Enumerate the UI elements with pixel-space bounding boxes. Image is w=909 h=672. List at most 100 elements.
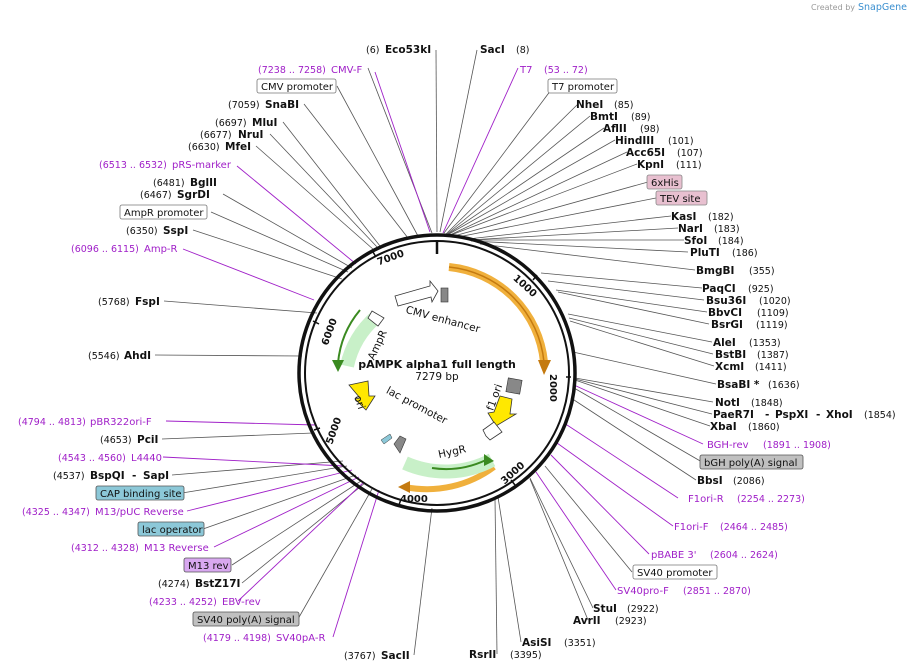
primer-sv40pro-f[interactable]: SV40pro-F: [617, 586, 669, 597]
site-saci[interactable]: SacI: [480, 44, 505, 56]
hygr-arc[interactable]: [402, 453, 496, 479]
feature-box-bgh-polya-signal[interactable]: [699, 454, 804, 470]
site-pcii[interactable]: PciI: [137, 434, 158, 446]
primer-pbabe-3[interactable]: pBABE 3': [651, 550, 697, 561]
site-sapi[interactable]: SapI: [143, 470, 169, 482]
primer-position: (6096 .. 6115): [71, 244, 139, 255]
site-noti[interactable]: NotI: [715, 397, 740, 409]
feature-box-sv40-promoter[interactable]: [632, 564, 718, 580]
site-bsrgi[interactable]: BsrGI: [711, 319, 743, 331]
primer-pbr322ori-f[interactable]: pBR322ori-F: [90, 417, 152, 428]
site-nari[interactable]: NarI: [678, 223, 703, 235]
feature-box-t7-promoter[interactable]: [547, 78, 618, 94]
site-snabi[interactable]: SnaBI: [265, 99, 299, 111]
site-xhoi[interactable]: XhoI: [826, 409, 853, 421]
primer-f1ori-r[interactable]: F1ori-R: [688, 494, 724, 505]
site-hindiii[interactable]: HindIII: [615, 135, 654, 147]
site-xcmi[interactable]: XcmI: [715, 361, 744, 373]
site-sacii[interactable]: SacII: [381, 650, 410, 662]
site-position: (6350): [126, 226, 158, 237]
primer-t7[interactable]: T7: [519, 65, 532, 76]
feature-box-tev-site[interactable]: [655, 190, 708, 206]
site-bmti[interactable]: BmtI: [590, 111, 618, 123]
site-sgrdi[interactable]: SgrDI: [177, 189, 210, 201]
site-bmgbi[interactable]: BmgBI: [696, 265, 734, 277]
site-bspqi[interactable]: BspQI: [90, 470, 125, 482]
label-separator: -: [816, 409, 820, 421]
site-pspxi[interactable]: PspXI: [775, 409, 808, 421]
site-acc65i[interactable]: Acc65I: [626, 147, 665, 159]
site-position: (925): [748, 284, 774, 295]
site-paqci[interactable]: PaqCI: [702, 283, 736, 295]
site-mfei[interactable]: MfeI: [225, 141, 251, 153]
feature-ampr-promoter-label: AmpR promoter: [124, 208, 204, 219]
site-pluti[interactable]: PluTI: [690, 247, 720, 259]
site-kpni[interactable]: KpnI: [637, 159, 664, 171]
site-aflii[interactable]: AflII: [603, 123, 627, 135]
site-stui[interactable]: StuI: [593, 603, 617, 615]
site-eco53ki[interactable]: Eco53kI: [385, 44, 431, 56]
site-bglii[interactable]: BglII: [190, 177, 217, 189]
site-alei[interactable]: AleI: [713, 337, 736, 349]
cap-binding-feature[interactable]: [380, 433, 393, 445]
primer-sv40pa-r[interactable]: SV40pA-R: [276, 633, 325, 644]
site-bsu36i[interactable]: Bsu36I: [706, 295, 746, 307]
site-sspi[interactable]: SspI: [163, 225, 188, 237]
feature-box-sv40-polya-signal[interactable]: [192, 611, 300, 627]
primer-cmv-f[interactable]: CMV-F: [331, 65, 362, 76]
ori-feature[interactable]: [348, 380, 376, 411]
site-fspi[interactable]: FspI: [135, 296, 160, 308]
feature-box-cap-binding-site[interactable]: [95, 485, 185, 501]
cmv-enhancer-feature[interactable]: [394, 279, 439, 307]
primer-l4440[interactable]: L4440: [131, 453, 162, 464]
site-position: (1020): [759, 296, 791, 307]
site-bbsi[interactable]: BbsI: [697, 475, 723, 487]
primer-f1ori-f[interactable]: F1ori-F: [674, 522, 709, 533]
feature-box-ampr-promoter[interactable]: [119, 204, 208, 220]
site-kasi[interactable]: KasI: [671, 211, 696, 223]
feature-box-6xhis[interactable]: [646, 174, 683, 190]
site-avrii[interactable]: AvrII: [573, 615, 601, 627]
hygr-label: HygR: [437, 443, 467, 461]
site-ahdi[interactable]: AhdI: [124, 350, 151, 362]
bgh-polya-feature[interactable]: [505, 377, 523, 395]
primer-prs-marker[interactable]: pRS-marker: [172, 160, 232, 171]
site-position: (101): [668, 136, 694, 147]
site-xbai[interactable]: XbaI: [710, 421, 737, 433]
site-position: (184): [718, 236, 744, 247]
site-sfoi[interactable]: SfoI: [684, 235, 707, 247]
primer-m13-puc-reverse[interactable]: M13/pUC Reverse: [95, 507, 184, 518]
lac-promoter-feature[interactable]: [393, 435, 407, 454]
f1-ori-feature[interactable]: [487, 395, 518, 427]
site-position: (89): [631, 112, 651, 123]
sv40-promoter-feature[interactable]: [482, 421, 503, 441]
tick-label-5000: 5000: [324, 416, 344, 446]
site-bstz17i[interactable]: BstZ17I: [195, 578, 240, 590]
primer-amp-r[interactable]: Amp-R: [144, 244, 178, 255]
site-position: (6467): [140, 190, 172, 201]
site-position: (1411): [755, 362, 787, 373]
site-nhei[interactable]: NheI: [576, 99, 603, 111]
site-nrui[interactable]: NruI: [238, 129, 263, 141]
site-asisi[interactable]: AsiSI: [522, 637, 551, 649]
map-size: 7279 bp: [415, 371, 459, 383]
primer-m13-reverse[interactable]: M13 Reverse: [144, 543, 209, 554]
primer-position: (6513 .. 6532): [99, 160, 167, 171]
site-rsrii[interactable]: RsrII: [469, 649, 496, 661]
feature-box-m13-rev[interactable]: [183, 557, 232, 573]
site-bbvci[interactable]: BbvCI: [708, 307, 742, 319]
ampr-promoter-feature[interactable]: [367, 310, 385, 327]
site-mlui[interactable]: MluI: [252, 117, 277, 129]
feature-t7-promoter-label: T7 promoter: [551, 82, 615, 93]
feature-box-cmv-promoter[interactable]: [256, 78, 337, 94]
primer-position: (53 .. 72): [544, 65, 588, 76]
cmv-promoter-feature[interactable]: [440, 287, 449, 303]
site-paer7i[interactable]: PaeR7I: [713, 409, 754, 421]
site-bstbi[interactable]: BstBI: [715, 349, 746, 361]
primer-ebv-rev[interactable]: EBV-rev: [222, 597, 261, 608]
cds-arrowhead-right: [538, 360, 551, 375]
feature-box-lac-operator[interactable]: [137, 521, 205, 537]
site-bsabi[interactable]: BsaBI *: [717, 379, 760, 391]
primer-bgh-rev[interactable]: BGH-rev: [707, 440, 749, 451]
